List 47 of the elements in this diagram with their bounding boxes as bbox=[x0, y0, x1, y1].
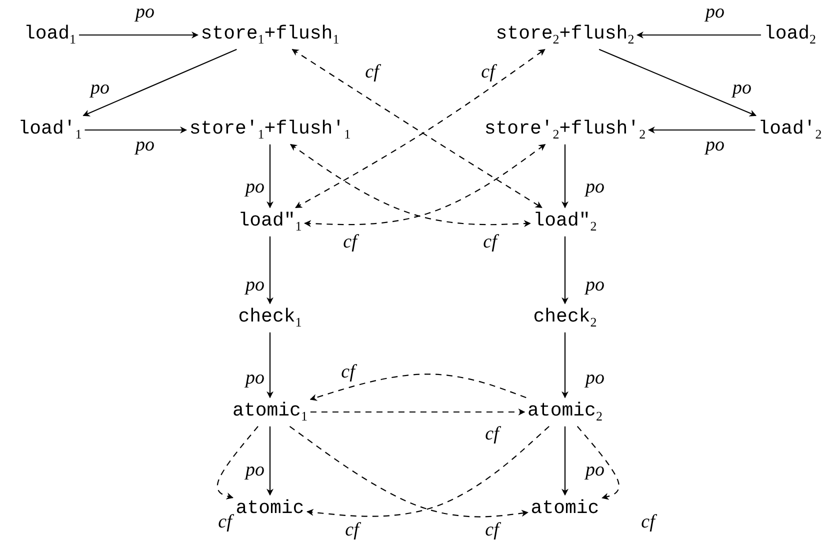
arrow bbox=[648, 126, 756, 134]
edge-label: cf bbox=[217, 512, 233, 532]
event-label: check$_{2}$ bbox=[530, 304, 600, 332]
edge-label: cf bbox=[482, 232, 498, 252]
arrow bbox=[598, 48, 757, 116]
arrow bbox=[266, 144, 274, 208]
edge-label: cf bbox=[364, 62, 380, 82]
event-label: load″$_{2}$ bbox=[530, 208, 600, 236]
event-label: store$_{2}$+flush$_{2}$ bbox=[492, 20, 638, 50]
edge-label: po bbox=[584, 460, 606, 480]
event-label: store′$_{1}$+flush′$_{1}$ bbox=[186, 116, 354, 144]
event-label: check$_{1}$ bbox=[235, 304, 305, 332]
event-label: load$_{2}$ bbox=[760, 20, 820, 50]
edge-label: cf bbox=[484, 520, 500, 540]
arrow bbox=[562, 426, 568, 496]
edge-label: cf bbox=[340, 362, 356, 382]
event-label: atomic$_{2}$ bbox=[524, 398, 606, 426]
event-label: atomic bbox=[232, 495, 308, 521]
arrow bbox=[266, 426, 274, 496]
event-label: load′$_{2}$ bbox=[755, 116, 825, 144]
arrow bbox=[562, 144, 568, 208]
arrow bbox=[310, 408, 526, 416]
arrow bbox=[82, 48, 237, 116]
arrow bbox=[576, 426, 620, 500]
edge-label: cf bbox=[484, 424, 500, 444]
edge-label: cf bbox=[344, 520, 360, 540]
edge-label: cf bbox=[342, 232, 358, 252]
arrow bbox=[636, 32, 761, 38]
arrow bbox=[310, 374, 526, 401]
edge-label: cf bbox=[640, 512, 656, 532]
event-label: load′$_{1}$ bbox=[15, 116, 85, 144]
arrow bbox=[266, 236, 274, 304]
arrow bbox=[79, 32, 198, 38]
arrow bbox=[562, 332, 568, 398]
edge-label: cf bbox=[480, 62, 496, 82]
arrow bbox=[84, 126, 188, 134]
event-label: load″$_{1}$ bbox=[235, 208, 305, 236]
arrow bbox=[289, 426, 528, 518]
arrow bbox=[216, 426, 258, 500]
event-label: load$_{1}$ bbox=[20, 20, 80, 50]
arrow bbox=[306, 426, 550, 517]
arrow bbox=[562, 236, 568, 304]
event-label: store$_{1}$+flush$_{1}$ bbox=[198, 20, 342, 50]
event-label: atomic bbox=[528, 495, 602, 521]
event-label: store′$_{2}$+flush′$_{2}$ bbox=[481, 116, 649, 144]
event-label: atomic$_{1}$ bbox=[230, 398, 310, 426]
arrow bbox=[266, 332, 274, 398]
